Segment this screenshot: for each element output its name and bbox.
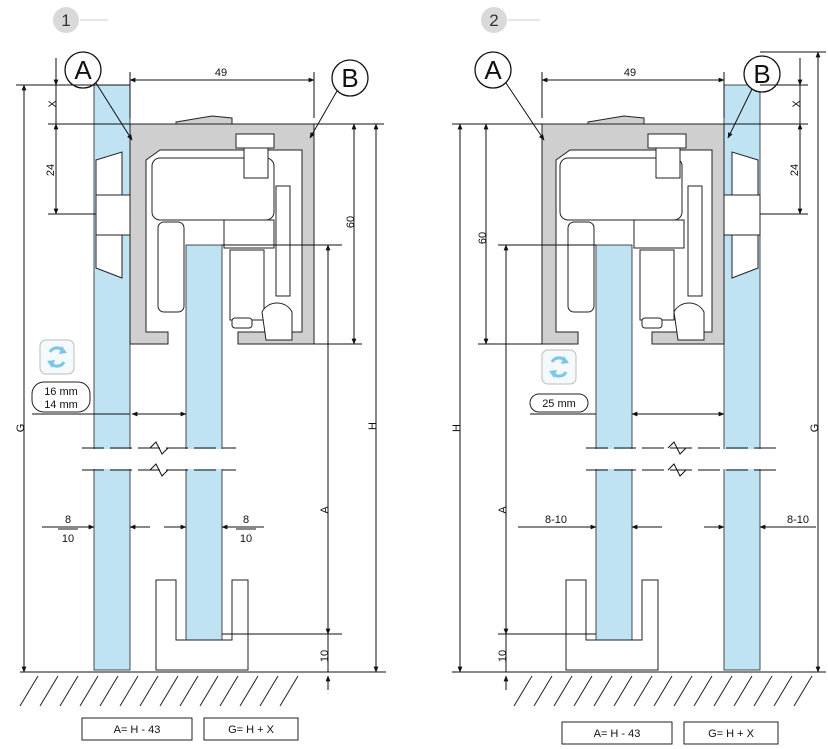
diagram-1: 1 — [15, 7, 386, 741]
diagram-1-formula-g: G= H + X — [228, 724, 275, 736]
diagram-2-gap-label-box — [529, 393, 589, 413]
diagram-2-formula-g: G= H + X — [708, 728, 755, 740]
diagram-2-carriage — [559, 157, 683, 221]
diagram-1-rotate-icon — [39, 339, 75, 375]
diagram-1-number: 1 — [61, 11, 70, 30]
diagram-2-dim-h: H — [451, 424, 463, 432]
diagram-1-side-cover — [275, 185, 291, 297]
diagram-1-hanger-plate — [229, 249, 265, 321]
diagram-2-floor-hatch — [513, 675, 813, 707]
diagram-2-adjust-screw-head — [647, 133, 687, 149]
diagram-2-dim-49: 49 — [624, 67, 636, 79]
diagram-1-number-badge — [53, 7, 79, 33]
diagram-2-hanger-plate — [639, 249, 675, 321]
diagram-2-dim-g: G — [809, 424, 821, 433]
diagram-2-dim-a: A — [497, 506, 509, 514]
diagram-1-hanger-bolt — [231, 317, 253, 329]
diagram-1-profile-lip — [175, 115, 233, 125]
svg-text:A: A — [484, 55, 502, 85]
diagram-1-break-lines — [82, 441, 236, 477]
diagram-1-gap-label-box — [31, 381, 91, 413]
diagram-1-left-gap-10: 10 — [62, 533, 74, 545]
svg-text:B: B — [753, 59, 770, 89]
diagram-2-right-gap: 8-10 — [787, 514, 809, 526]
diagram-2-formula-a: A= H - 43 — [594, 728, 641, 740]
svg-text:B: B — [341, 63, 358, 93]
diagram-2-side-cover — [687, 185, 703, 297]
diagram-2-hanger-bolt — [641, 317, 663, 329]
diagram-1-callout-b — [331, 59, 369, 97]
diagram-1-callout-a — [64, 51, 102, 89]
diagram-1-top-profile — [129, 123, 315, 345]
diagram-1-dim-h: H — [367, 422, 379, 430]
diagram-1-damper — [157, 221, 185, 313]
diagram-2-clamp-block — [723, 194, 761, 236]
diagram-1-hanger — [223, 219, 275, 249]
diagram-1-adjust-screw-head — [235, 133, 275, 149]
diagram-2-left-gap: 8-10 — [545, 514, 567, 526]
diagram-1-floor-guide — [155, 579, 249, 671]
diagram-1-dim-a: A — [319, 506, 331, 514]
diagram-2-dim-x: X — [791, 100, 803, 108]
diagram-1-clamp-block — [95, 194, 133, 236]
diagram-1-floor-hatch — [19, 675, 299, 707]
diagram-1-gap-16mm: 16 mm — [44, 386, 78, 398]
diagram-2-damper — [567, 221, 595, 313]
diagram-2-callout-a — [474, 51, 512, 89]
diagram-2-dim-24: 24 — [789, 164, 801, 176]
diagram-1-dim-g: G — [15, 424, 27, 433]
diagram-1-dim-49: 49 — [215, 67, 227, 79]
diagram-1-sliding-glass — [185, 244, 223, 641]
diagram-1-right-gap-8: 8 — [243, 514, 249, 526]
diagram-1-dim-x: X — [47, 100, 59, 108]
diagram-2-rotate-icon — [541, 349, 577, 385]
diagram-1-formula-g-box — [203, 717, 299, 741]
diagram-1-formula-a-box — [81, 717, 193, 741]
diagram-2-top-profile — [541, 123, 725, 345]
diagram-1-formula-a: A= H - 43 — [114, 724, 161, 736]
diagram-2-profile-hook — [673, 302, 705, 341]
diagram-2-dim-60: 60 — [477, 232, 489, 244]
diagram-2-formula-g-box — [683, 721, 779, 745]
diagram-2-formula-a-box — [561, 721, 673, 745]
diagram-1-dim-24: 24 — [45, 164, 57, 176]
svg-text:A: A — [74, 55, 92, 85]
diagram-2-callout-b — [743, 55, 781, 93]
diagram-2-hanger — [633, 219, 685, 249]
diagram-1-dim-60: 60 — [345, 216, 357, 228]
diagram-2-number-badge — [481, 7, 507, 33]
diagram-2-profile-lip — [587, 115, 645, 125]
diagram-1-profile-hook — [261, 302, 293, 341]
diagram-2-gap-25mm: 25 mm — [542, 398, 576, 410]
diagram-2-adjust-screw — [655, 147, 681, 179]
diagram-2-dim-10: 10 — [497, 650, 509, 662]
diagram-1-gap-14mm: 14 mm — [44, 399, 78, 411]
diagram-2-number: 2 — [489, 11, 498, 30]
diagram-1-adjust-screw — [243, 147, 269, 179]
diagram-1-dim-10: 10 — [319, 650, 331, 662]
diagram-2: 2 — [451, 7, 826, 745]
diagram-2-sliding-glass — [595, 244, 633, 641]
diagram-1-left-gap-8: 8 — [65, 514, 71, 526]
diagram-2-floor-guide — [565, 579, 659, 671]
diagram-1-right-gap-10: 10 — [240, 533, 252, 545]
diagram-2-break-lines — [586, 441, 776, 477]
